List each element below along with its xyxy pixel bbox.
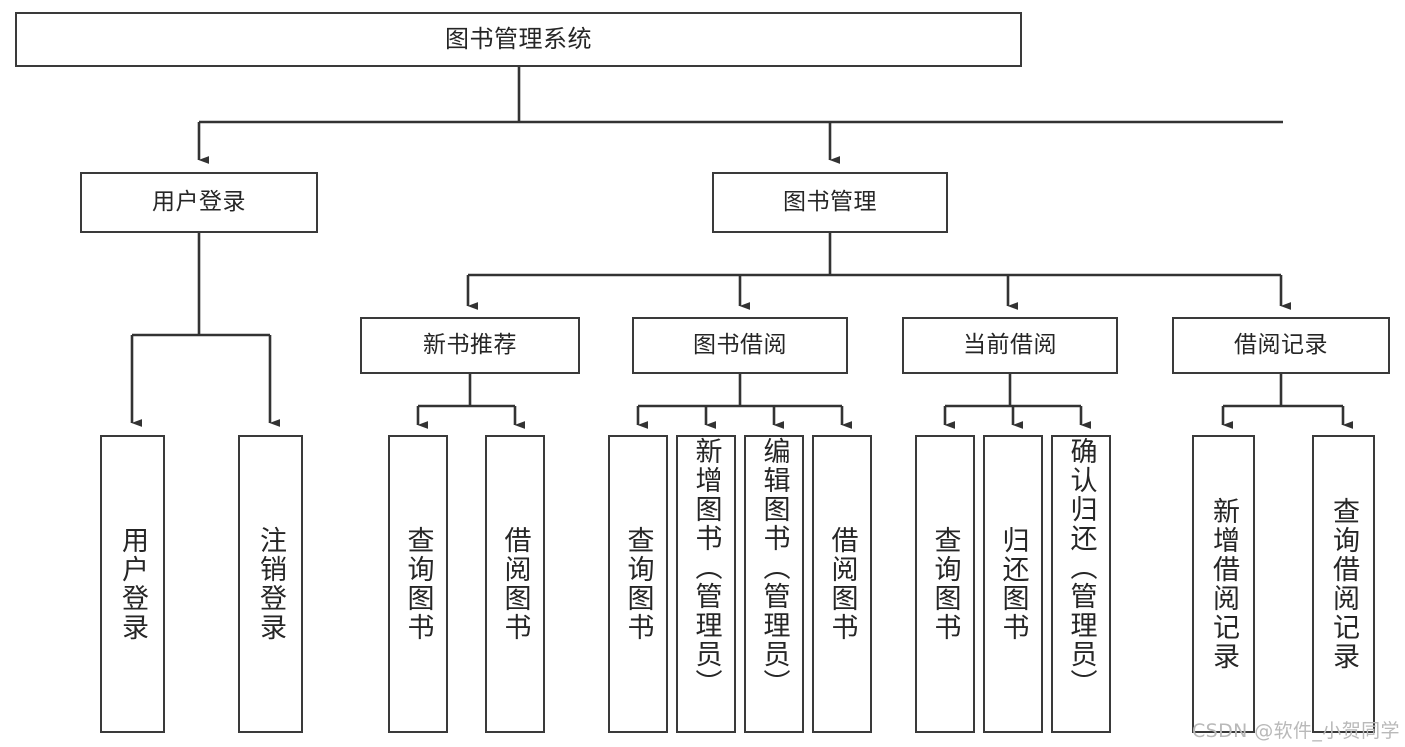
node-current-borrow[interactable]: 当前借阅 (902, 317, 1118, 374)
node-root[interactable]: 图书管理系统 (15, 12, 1022, 67)
node-leaf-logout[interactable]: 注销登录 (238, 435, 303, 733)
node-leaf-borrow-book-1[interactable]: 借阅图书 (485, 435, 545, 733)
node-leaf-query-record-label: 查询借阅记录 (1328, 497, 1359, 671)
node-leaf-logout-label: 注销登录 (255, 526, 286, 642)
node-leaf-query-book-1-label: 查询图书 (402, 526, 434, 642)
node-leaf-query-book-1[interactable]: 查询图书 (388, 435, 448, 733)
node-new-book-rec[interactable]: 新书推荐 (360, 317, 580, 374)
node-leaf-query-book-2-label: 查询图书 (622, 526, 654, 642)
node-user-login-label: 用户登录 (152, 188, 246, 215)
node-leaf-edit-book[interactable]: 编辑图书（管理员） (744, 435, 804, 733)
node-leaf-query-record[interactable]: 查询借阅记录 (1312, 435, 1375, 733)
node-leaf-user-login-label: 用户登录 (117, 526, 148, 642)
node-leaf-borrow-book-2-label: 借阅图书 (826, 526, 858, 642)
node-book-manage-label: 图书管理 (783, 188, 877, 215)
node-leaf-borrow-book-1-label: 借阅图书 (499, 526, 531, 642)
node-leaf-user-login[interactable]: 用户登录 (100, 435, 165, 733)
node-leaf-add-book[interactable]: 新增图书（管理员） (676, 435, 736, 733)
node-book-borrow-label: 图书借阅 (693, 331, 787, 358)
node-book-manage[interactable]: 图书管理 (712, 172, 948, 233)
node-leaf-add-book-label: 新增图书（管理员） (690, 437, 722, 698)
node-leaf-add-record[interactable]: 新增借阅记录 (1192, 435, 1255, 733)
node-leaf-return-book-label: 归还图书 (997, 526, 1029, 642)
node-current-borrow-label: 当前借阅 (963, 331, 1057, 358)
node-leaf-edit-book-label: 编辑图书（管理员） (758, 437, 790, 698)
node-leaf-query-book-3-label: 查询图书 (929, 526, 961, 642)
node-book-borrow[interactable]: 图书借阅 (632, 317, 848, 374)
node-leaf-borrow-book-2[interactable]: 借阅图书 (812, 435, 872, 733)
node-leaf-return-book[interactable]: 归还图书 (983, 435, 1043, 733)
node-borrow-record[interactable]: 借阅记录 (1172, 317, 1390, 374)
node-new-book-rec-label: 新书推荐 (423, 331, 517, 358)
node-leaf-confirm-return-label: 确认归还（管理员） (1065, 437, 1097, 698)
node-leaf-query-book-2[interactable]: 查询图书 (608, 435, 668, 733)
node-user-login[interactable]: 用户登录 (80, 172, 318, 233)
node-leaf-query-book-3[interactable]: 查询图书 (915, 435, 975, 733)
node-root-label: 图书管理系统 (445, 25, 592, 54)
node-leaf-add-record-label: 新增借阅记录 (1208, 497, 1239, 671)
node-borrow-record-label: 借阅记录 (1234, 331, 1328, 358)
node-leaf-confirm-return[interactable]: 确认归还（管理员） (1051, 435, 1111, 733)
